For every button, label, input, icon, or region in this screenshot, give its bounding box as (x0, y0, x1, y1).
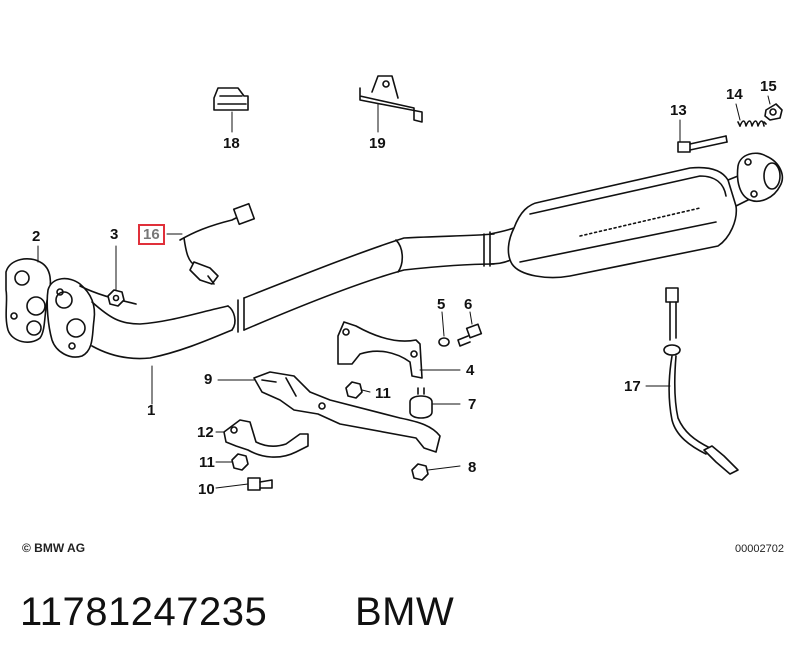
leader-lines (37, 95, 771, 489)
bolt-part-10 (247, 477, 273, 491)
temperature-sensor-part-17 (663, 287, 739, 475)
callout-2: 2 (32, 228, 41, 245)
front-pipe-flange (46, 277, 96, 358)
nut-part-8 (411, 463, 429, 481)
spring-part-14 (737, 120, 767, 127)
callout-1: 1 (147, 402, 156, 419)
brand-name: BMW (355, 590, 455, 634)
nut-part-15 (764, 103, 783, 121)
catalytic-converter (507, 166, 761, 279)
washer-part-5 (438, 337, 450, 347)
gasket-part-2 (5, 258, 52, 343)
callout-11-lower: 11 (199, 454, 215, 471)
callout-15: 15 (760, 78, 777, 95)
callout-3: 3 (110, 226, 119, 243)
callout-8: 8 (468, 459, 477, 476)
callout-9: 9 (204, 371, 213, 388)
nut-part-11-upper (345, 381, 363, 399)
callout-14: 14 (726, 86, 743, 103)
oxygen-sensor-part-16 (179, 202, 256, 285)
rubber-mount-part-7 (409, 387, 433, 419)
callout-7: 7 (468, 396, 477, 413)
part-number: 11781247235 (20, 590, 268, 634)
copyright-notice: © BMW AG (22, 541, 86, 555)
callout-10: 10 (198, 481, 215, 498)
callout-18: 18 (223, 135, 240, 152)
support-bracket (253, 371, 441, 453)
callout-6: 6 (464, 296, 473, 313)
bolt-part-6 (457, 323, 483, 347)
clamp-bracket-part-12 (223, 419, 309, 458)
converter-outlet-flange (736, 152, 784, 202)
callout-11-upper: 11 (375, 385, 391, 402)
callout-4: 4 (466, 362, 475, 379)
intermediate-pipe (243, 227, 515, 331)
front-pipe-part-1 (79, 285, 245, 360)
bracket-part-4 (337, 321, 423, 379)
callout-5: 5 (437, 296, 446, 313)
nut-part-3 (107, 289, 125, 307)
callout-16-highlighted: 16 (138, 224, 165, 245)
callout-13: 13 (670, 102, 687, 119)
callout-17: 17 (624, 378, 641, 395)
nut-part-11-lower (231, 453, 249, 471)
clip-part-18 (213, 87, 249, 111)
callout-12: 12 (197, 424, 214, 441)
callout-19: 19 (369, 135, 386, 152)
bracket-part-19 (359, 75, 423, 123)
bolt-part-13 (677, 135, 728, 153)
drawing-number: 00002702 (735, 543, 784, 555)
